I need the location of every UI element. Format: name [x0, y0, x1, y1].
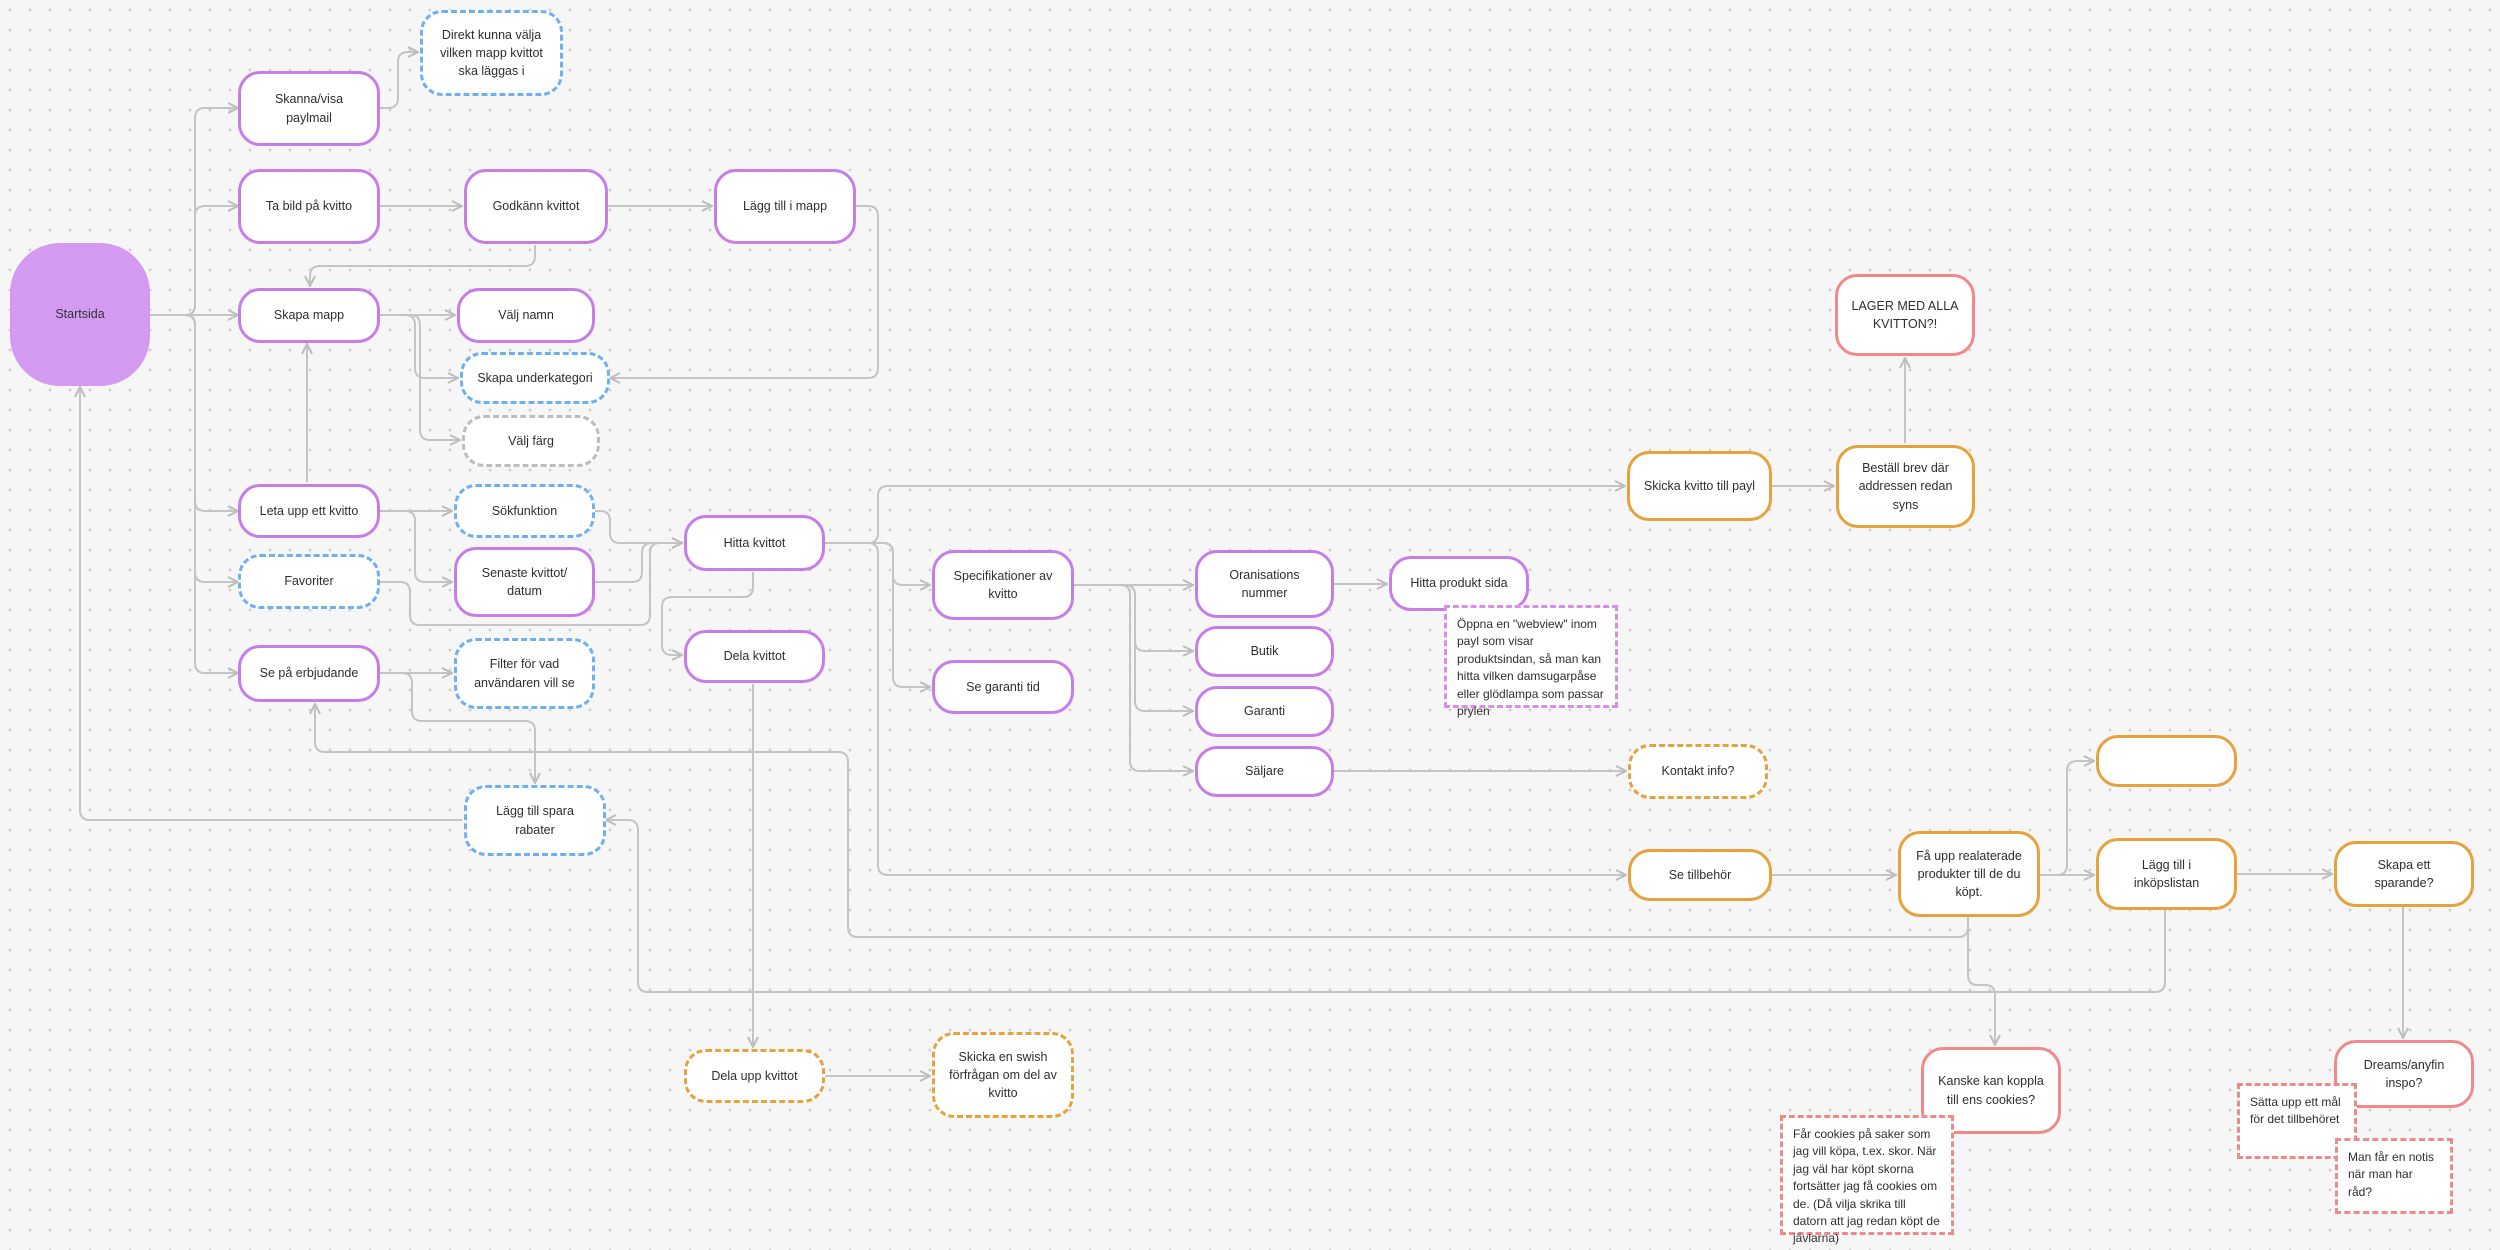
node-se-pa-erbjudande[interactable]: Se på erbjudande	[238, 645, 380, 702]
node-lagg-till-spara-rabater[interactable]: Lägg till spara rabater	[464, 785, 606, 856]
node-godkann-kvittot[interactable]: Godkänn kvittot	[464, 169, 608, 244]
node-dela-upp-kvittot[interactable]: Dela upp kvittot	[684, 1049, 825, 1103]
edge-sok-hitta	[595, 510, 682, 543]
node-lagg-till-i-mapp[interactable]: Lägg till i mapp	[714, 169, 856, 244]
node-lager-med-alla-kvitton[interactable]: LAGER MED ALLA KVITTON?!	[1835, 274, 1975, 356]
edge-hitta-garantitid	[825, 542, 930, 687]
node-leta-upp-ett-kvitto[interactable]: Leta upp ett kvitto	[238, 484, 380, 538]
node-garanti[interactable]: Garanti	[1195, 686, 1334, 737]
node-filter-for-vad-anvandaren-vill-se[interactable]: Filter för vad användaren vill se	[454, 638, 595, 709]
node-specifikationer-av-kvitto[interactable]: Specifikationer av kvitto	[932, 550, 1074, 620]
edge-spec-butik	[1074, 584, 1193, 651]
edge-senaste-hitta	[595, 543, 682, 583]
node-empty-box[interactable]	[2096, 735, 2237, 787]
note-man-far-en-notis[interactable]: Man får en notis när man har råd?	[2335, 1138, 2453, 1214]
node-bestall-brev[interactable]: Beställ brev där addressen redan syns	[1836, 445, 1975, 528]
edge-start-letaupp	[150, 314, 238, 511]
node-hitta-kvittot[interactable]: Hitta kvittot	[684, 515, 825, 571]
edge-faupp-kanske	[1967, 917, 1995, 1045]
node-senaste-kvittot-datum[interactable]: Senaste kvittot/ datum	[454, 547, 595, 617]
edge-skanna-direkt	[380, 52, 418, 109]
node-se-tillbehor[interactable]: Se tillbehör	[1628, 849, 1772, 901]
edge-start-tabild	[150, 206, 238, 316]
node-dreams-anyfin-inspo[interactable]: Dreams/anyfin inspo?	[2334, 1040, 2474, 1108]
node-startsida[interactable]: Startsida	[10, 243, 150, 386]
node-valj-namn[interactable]: Välj namn	[457, 288, 595, 343]
note-webview[interactable]: Öppna en "webview" inom payl som visar p…	[1444, 605, 1618, 718]
edge-spec-garanti	[1074, 584, 1193, 711]
node-se-garanti-tid[interactable]: Se garanti tid	[932, 660, 1074, 714]
edge-skapamapp-valjfarg	[380, 314, 460, 440]
edge-hitta-spec	[825, 542, 930, 585]
node-fa-upp-realaterade-produkter[interactable]: Få upp realaterade produkter till de du …	[1898, 831, 2040, 917]
node-butik[interactable]: Butik	[1195, 626, 1334, 677]
node-favoriter[interactable]: Favoriter	[238, 554, 380, 609]
node-sokfunktion[interactable]: Sökfunktion	[454, 484, 595, 538]
node-ta-bild-pa-kvitto[interactable]: Ta bild på kvitto	[238, 169, 380, 244]
node-saljare[interactable]: Säljare	[1195, 746, 1334, 797]
node-valj-farg[interactable]: Välj färg	[462, 415, 600, 467]
node-lagg-till-i-inkopslistan[interactable]: Lägg till i inköpslistan	[2096, 838, 2237, 910]
node-oranisations-nummer[interactable]: Oranisations nummer	[1195, 550, 1334, 618]
node-dela-kvittot[interactable]: Dela kvittot	[684, 630, 825, 683]
edge-start-favoriter	[150, 314, 238, 582]
node-skapa-mapp[interactable]: Skapa mapp	[238, 288, 380, 343]
edge-spec-saljare	[1074, 584, 1193, 771]
edge-start-seerbj	[150, 314, 238, 673]
edge-godkann-skapamapp	[310, 245, 536, 286]
node-skapa-underkategori[interactable]: Skapa underkategori	[460, 352, 610, 404]
node-hitta-produkt-sida[interactable]: Hitta produkt sida	[1389, 556, 1529, 611]
node-kontakt-info[interactable]: Kontakt info?	[1628, 744, 1768, 799]
edge-hitta-skickapayl	[825, 486, 1625, 544]
edge-skapamapp-skapaunder	[380, 314, 458, 378]
note-far-cookies[interactable]: Får cookies på saker som jag vill köpa, …	[1780, 1115, 1954, 1245]
node-skanna-visa-paylmail[interactable]: Skanna/visa paylmail	[238, 71, 380, 146]
edge-faupp-tom	[2040, 761, 2094, 876]
node-skicka-en-swish-forfragan[interactable]: Skicka en swish förfrågan om del av kvit…	[932, 1032, 1074, 1118]
node-skapa-ett-sparande[interactable]: Skapa ett sparande?	[2334, 841, 2474, 907]
node-skicka-kvitto-till-payl[interactable]: Skicka kvitto till payl	[1627, 451, 1772, 521]
edge-letaupp-senaste	[380, 510, 452, 582]
edge-start-skanna	[150, 108, 238, 316]
node-direkt-kunna-valja-mapp[interactable]: Direkt kunna välja vilken mapp kvittot s…	[420, 10, 563, 96]
